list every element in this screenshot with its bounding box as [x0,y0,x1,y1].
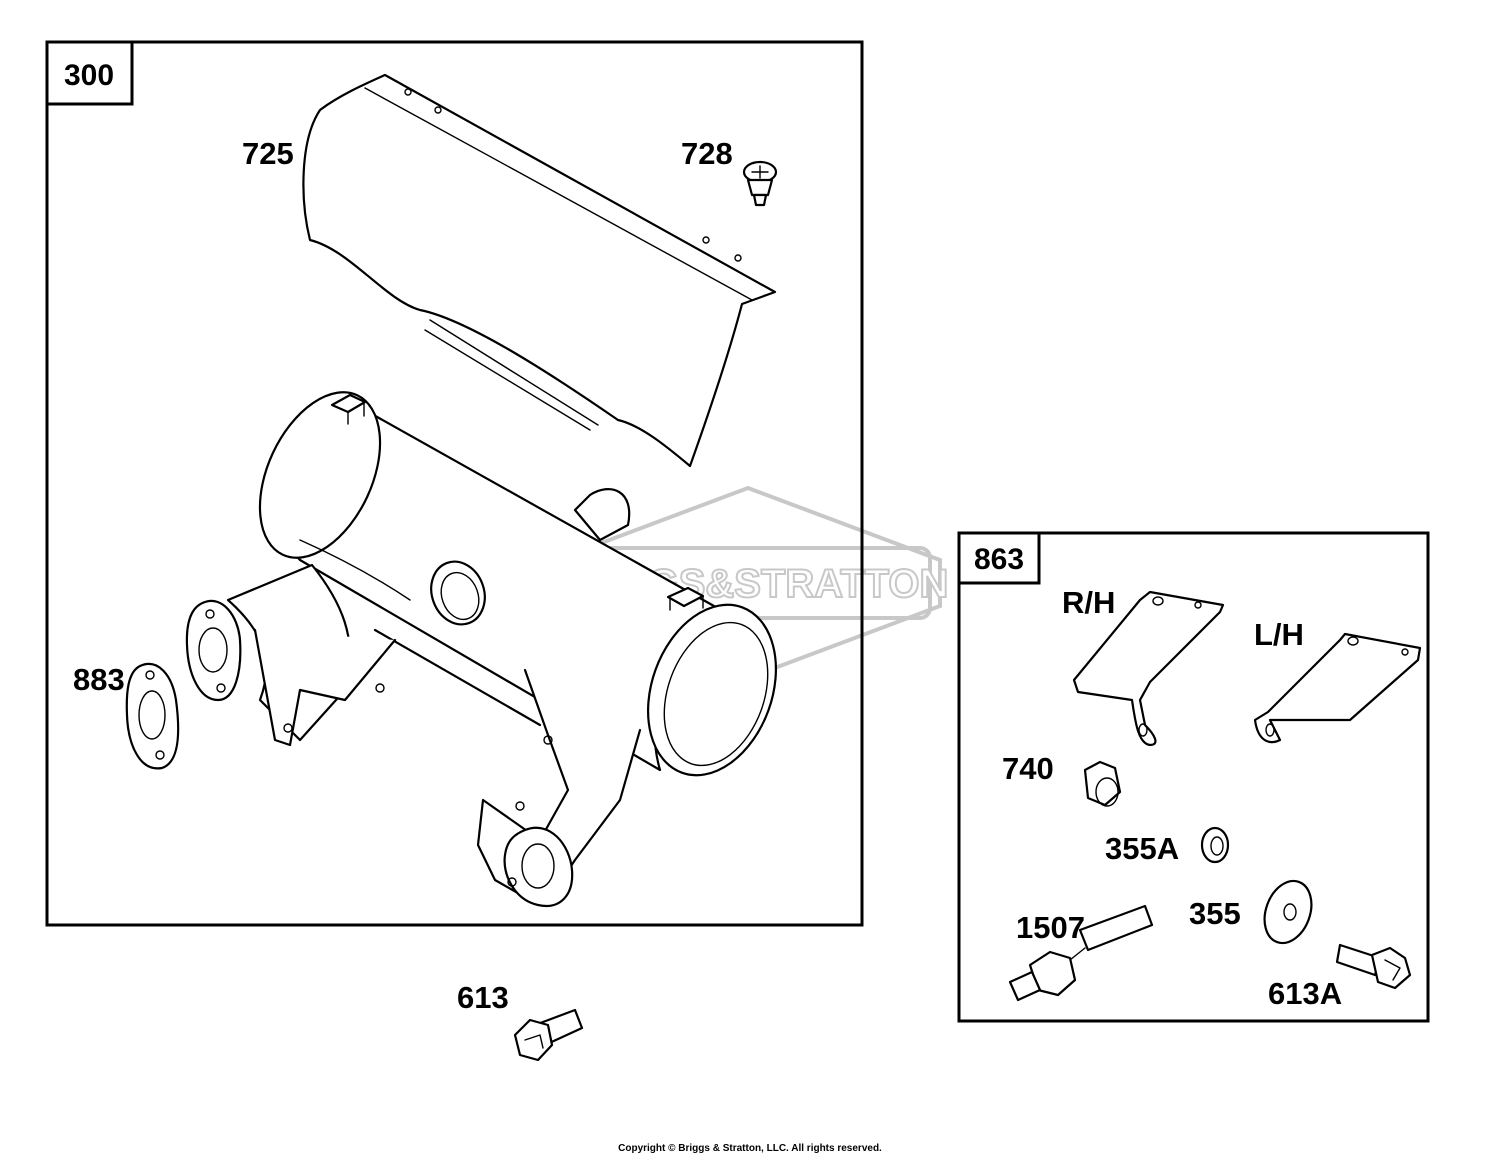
group-label-863: 863 [974,543,1024,576]
flange-nut-740 [1083,760,1122,807]
bolt-613A [1335,943,1412,990]
callout-rh: R/H [1062,585,1115,620]
callout-613A: 613A [1268,976,1342,1011]
callout-lh: L/H [1254,617,1304,652]
bolt-728 [742,160,778,207]
group-label-300: 300 [64,59,114,92]
callout-883: 883 [73,662,125,697]
washer-355 [1263,879,1313,945]
stud-1507 [1008,904,1154,1002]
rh-bracket [1072,590,1225,747]
lock-washer-355A [1200,826,1230,864]
callout-613: 613 [457,980,509,1015]
callout-355: 355 [1189,896,1241,931]
gasket-883 [125,663,180,770]
group-863-box: 863 [957,531,1430,1023]
callout-740: 740 [1002,751,1054,786]
callout-355A: 355A [1105,831,1179,866]
muffler-300 [185,391,778,908]
callout-labels: 725 728 883 613 R/H L/H 740 355A 1507 35… [73,136,1342,1015]
callout-728: 728 [681,136,733,171]
copyright-notice: Copyright © Briggs & Stratton, LLC. All … [618,1143,882,1154]
heat-shield-725 [302,73,777,468]
group-300-box: 300 [45,40,864,927]
callout-1507: 1507 [1016,910,1085,945]
lh-bracket [1253,632,1422,744]
bolt-613 [513,1008,584,1062]
callout-725: 725 [242,136,294,171]
